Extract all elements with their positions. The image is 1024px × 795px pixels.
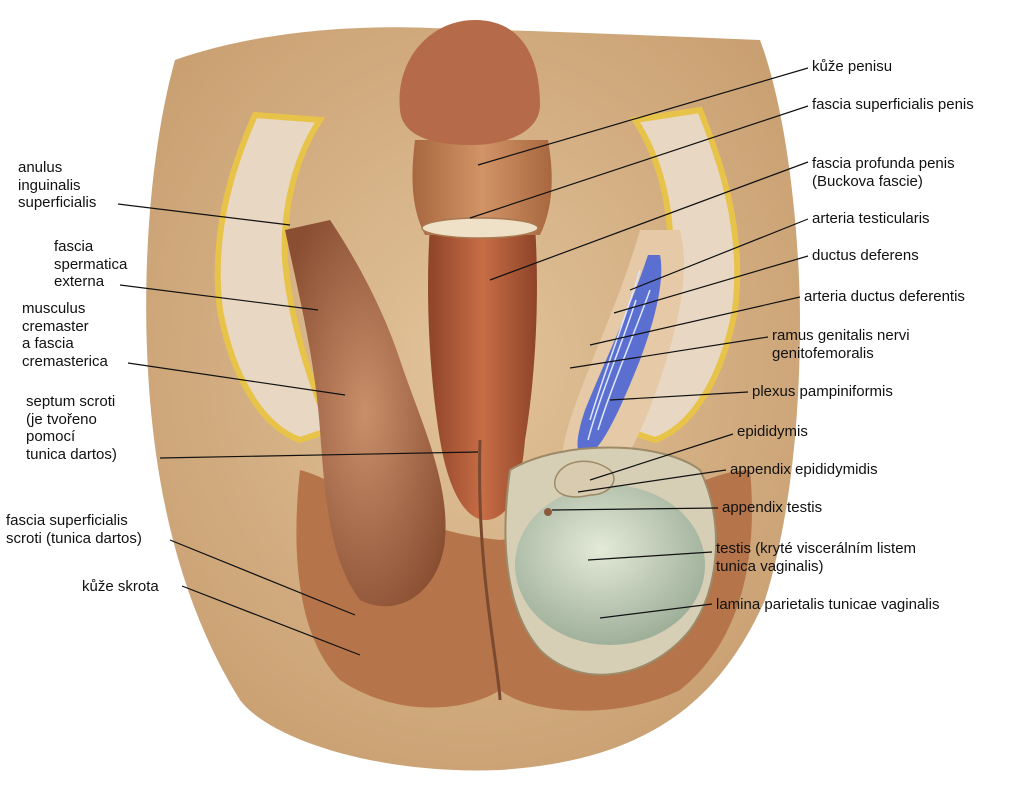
label-ductus-deferens: ductus deferens xyxy=(812,247,919,264)
label-septum-scroti: septum scroti (je tvořeno pomocí tunica … xyxy=(26,393,117,463)
label-kuze-penisu: kůže penisu xyxy=(812,58,893,75)
left-flap xyxy=(214,111,334,444)
penis-shaft xyxy=(428,225,537,520)
leader-lines xyxy=(117,67,809,656)
label-ramus-genitalis: ramus genitalis nervi genitofemoralis xyxy=(772,327,910,362)
label-appendix-epididymidis: appendix epididymidis xyxy=(730,461,878,478)
label-kuze-skrota: kůže skrota xyxy=(82,578,159,595)
label-plexus-pampiniformis: plexus pampiniformis xyxy=(752,383,893,400)
label-arteria-ductus-deferentis: arteria ductus deferentis xyxy=(804,288,965,305)
penis-glans xyxy=(399,20,540,145)
label-appendix-testis: appendix testis xyxy=(722,499,823,516)
penis-skin xyxy=(412,140,552,235)
label-fascia-spermatica: fascia spermatica externa xyxy=(54,238,128,290)
testis-body xyxy=(515,485,705,645)
label-testis: testis (kryté viscerálním listem tunica … xyxy=(716,540,917,575)
fascia-ring xyxy=(421,217,539,239)
label-arteria-testicularis: arteria testicularis xyxy=(812,210,930,227)
label-anulus-inguinalis: anulus inguinalis superficialis xyxy=(18,159,97,211)
label-musculus-cremaster: musculus cremaster a fascia cremasterica xyxy=(22,300,108,370)
label-lamina-parietalis: lamina parietalis tunicae vaginalis xyxy=(716,596,940,613)
label-fascia-superficialis-scroti: fascia superficialis scroti (tunica dart… xyxy=(6,512,142,547)
appendix-testis-shape xyxy=(544,508,552,516)
label-epididymis: epididymis xyxy=(737,423,808,440)
epididymis-shape xyxy=(554,460,615,498)
label-fascia-superficialis-penis: fascia superficialis penis xyxy=(812,96,974,113)
septum-line xyxy=(478,439,502,701)
label-fascia-profunda-penis: fascia profunda penis (Buckova fascie) xyxy=(812,155,955,190)
left-spermatic-cord xyxy=(285,220,446,607)
